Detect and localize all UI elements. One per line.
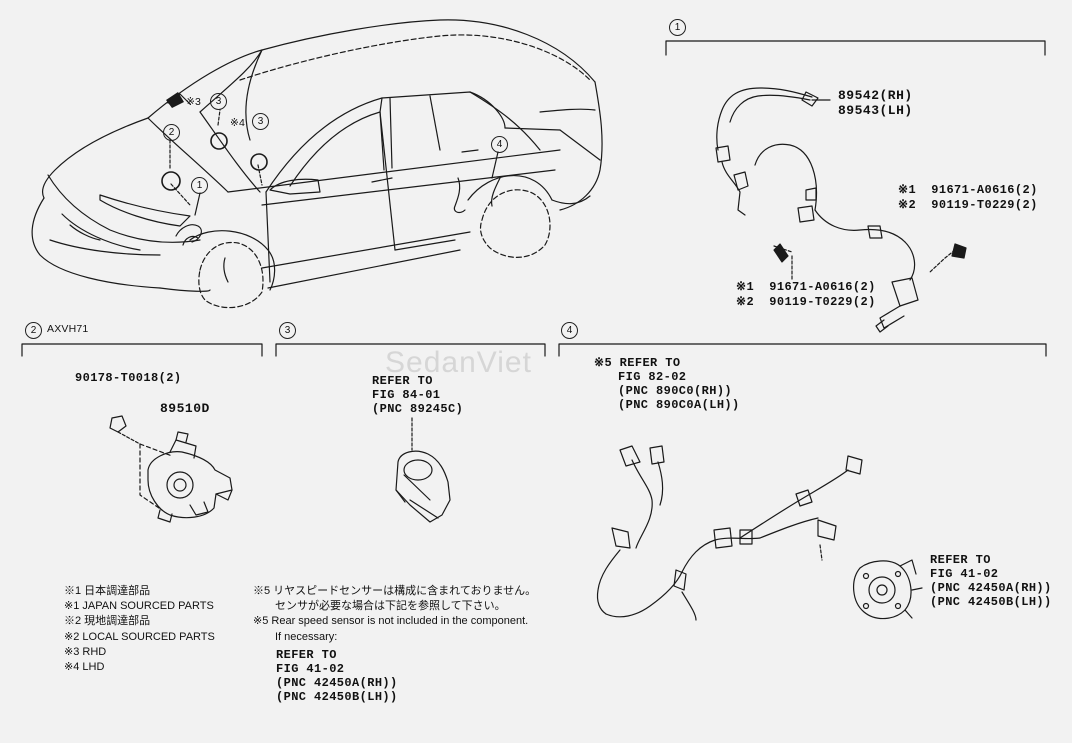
section-3-number: 3 — [279, 322, 296, 339]
nut-90178-t0018: 90178-T0018(2) — [75, 371, 182, 385]
rear-harness-illustration — [596, 445, 863, 621]
bolt-lower-japan: ※1 91671-A0616(2) — [736, 280, 876, 294]
hub-refer-line2: FIG 41-02 — [930, 567, 999, 581]
section-2-number: 2 — [25, 322, 42, 339]
note-5-refer-line1: REFER TO — [276, 648, 337, 662]
s3-refer-line2: FIG 84-01 — [372, 388, 441, 402]
rhd-callout: 3 — [210, 93, 227, 110]
legend-lhd: ※4 LHD — [64, 661, 105, 674]
rhd-mark: ※3 — [186, 96, 202, 108]
lhd-mark: ※4 — [230, 117, 246, 129]
section-3-bracket — [275, 343, 546, 357]
front-speed-sensor-illustration — [715, 87, 967, 333]
note-5-jp-line1: ※5 リヤスピードセンサーは構成に含まれておりません。 — [253, 585, 537, 597]
note-5-jp-line2: センサが必要な場合は下記を参照して下さい。 — [275, 600, 506, 613]
section-1-number: 1 — [669, 19, 686, 36]
note-5-refer-line3: (PNC 42450A(RH)) — [276, 676, 398, 690]
legend: ※1 日本調達部品 ※1 JAPAN SOURCED PARTS ※2 現地調達… — [64, 584, 215, 675]
bolt-upper-japan: ※1 91671-A0616(2) — [898, 183, 1038, 197]
watermark: SedanViet — [385, 346, 532, 379]
legend-rhd: ※3 RHD — [64, 645, 107, 658]
callout-1: 1 — [191, 177, 208, 194]
legend-japan-en: ※1 JAPAN SOURCED PARTS — [64, 600, 214, 613]
lhd-callout: 3 — [252, 113, 269, 130]
note-5-en-line2: If necessary: — [275, 630, 338, 643]
note-5-refer-line2: FIG 41-02 — [276, 662, 345, 676]
legend-local-jp: ※2 現地調達部品 — [64, 615, 151, 628]
bolt-lower-local: ※2 90119-T0229(2) — [736, 295, 876, 309]
note-5: ※5 リヤスピードセンサーは構成に含まれておりません。 センサが必要な場合は下記… — [253, 584, 536, 645]
part-89510d: 89510D — [160, 401, 210, 416]
section-4-bracket — [558, 343, 1047, 357]
part-89543-lh: 89543(LH) — [838, 103, 913, 118]
bolt-upper-local: ※2 90119-T0229(2) — [898, 198, 1038, 212]
note-5-refer-line4: (PNC 42450B(LH)) — [276, 690, 398, 704]
hub-refer-line1: REFER TO — [930, 553, 991, 567]
callout-4: 4 — [491, 136, 508, 153]
sensor-89245c-illustration — [395, 417, 451, 523]
s4-refer-line3: (PNC 890C0(RH)) — [618, 384, 733, 398]
section-1-bracket — [665, 40, 1046, 56]
car-illustration — [31, 19, 603, 309]
hub-refer-line3: (PNC 42450A(RH)) — [930, 581, 1052, 595]
legend-local-en: ※2 LOCAL SOURCED PARTS — [64, 630, 215, 643]
part-89542-rh: 89542(RH) — [838, 88, 913, 103]
callout-2: 2 — [163, 124, 180, 141]
hub-illustration — [853, 559, 923, 620]
section-2-model-label: AXVH71 — [47, 323, 89, 335]
s4-refer-line2: FIG 82-02 — [618, 370, 687, 384]
s3-refer-line1: REFER TO — [372, 374, 433, 388]
section-2-bracket — [21, 343, 263, 357]
sensor-89510d-illustration — [109, 415, 233, 523]
note-5-en-line1: ※5 Rear speed sensor is not included in … — [253, 615, 529, 628]
s3-refer-line3: (PNC 89245C) — [372, 402, 464, 416]
s4-refer-line1: ※5 REFER TO — [594, 356, 681, 370]
section-4-number: 4 — [561, 322, 578, 339]
s4-refer-line4: (PNC 890C0A(LH)) — [618, 398, 740, 412]
hub-refer-line4: (PNC 42450B(LH)) — [930, 595, 1052, 609]
legend-japan-jp: ※1 日本調達部品 — [64, 585, 151, 597]
